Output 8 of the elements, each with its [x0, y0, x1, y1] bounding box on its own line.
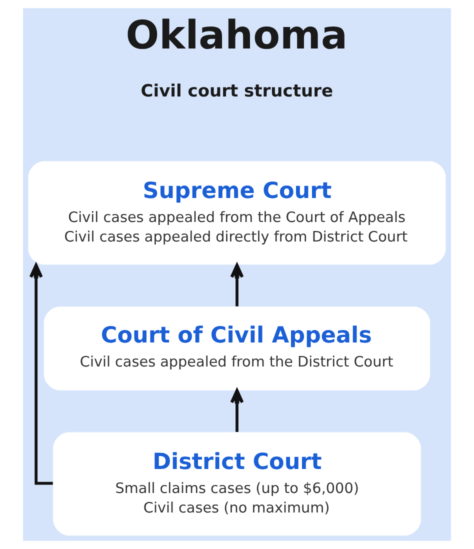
- arrow: [230, 388, 244, 432]
- diagram-title: Oklahoma: [126, 14, 348, 59]
- label: Civil court structure: [140, 81, 333, 102]
- node-box: District Court Small claims cases (up to $6,000) Civil cases (no maximum): [53, 432, 421, 536]
- node-box: Supreme Court Civil cases appealed from the Court of Appeals Civil cases appealed directly from District Court: [28, 161, 446, 265]
- arrow: [230, 264, 244, 306]
- arrow: [29, 264, 53, 485]
- node-box: Court of Civil Appeals Civil cases appealed from the District Court: [44, 306, 430, 390]
